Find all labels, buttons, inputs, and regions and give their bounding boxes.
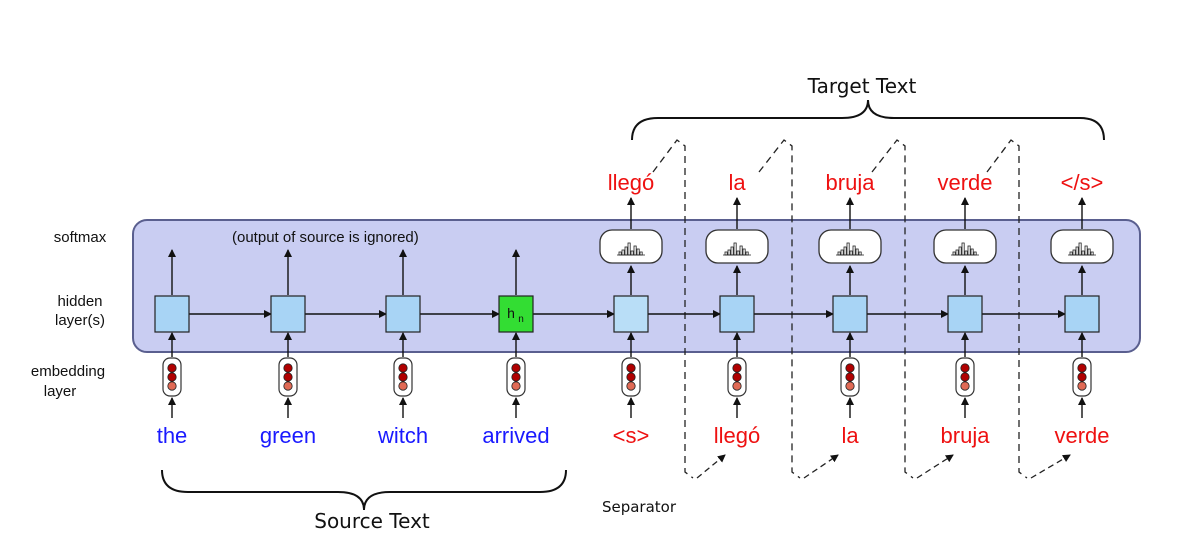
- target-text-title: Target Text: [807, 74, 917, 98]
- embedding-cell: [283, 372, 293, 382]
- hidden-unit: [613, 295, 649, 333]
- source-text-title: Source Text: [314, 509, 430, 533]
- dashed-separator: [986, 139, 1028, 479]
- embedding-cell: [732, 381, 742, 391]
- embedding-label-line1: embedding: [31, 363, 105, 380]
- hidden-unit: [1064, 295, 1100, 333]
- arrows-group: [168, 197, 1086, 479]
- hn-label: h: [507, 305, 515, 321]
- embedding-cell: [1077, 372, 1087, 382]
- ignored-output-note: (output of source is ignored): [232, 229, 419, 246]
- embedding-label-line2: layer: [44, 383, 77, 400]
- embedding-cell: [626, 381, 636, 391]
- target-word: bruja: [826, 170, 876, 195]
- embedding-cell: [283, 363, 293, 373]
- embedding-cell: [167, 363, 177, 373]
- model-panel: [132, 219, 1141, 353]
- source-word: arrived: [482, 423, 549, 448]
- target-word: llegó: [608, 170, 654, 195]
- hidden-unit: [270, 295, 306, 333]
- feedback-arrow: [803, 454, 839, 479]
- softmax-box: [933, 229, 997, 264]
- hn-box: [498, 295, 534, 333]
- hidden-unit: [719, 295, 755, 333]
- decoder-input-word: llegó: [714, 423, 760, 448]
- embedding-cell: [1077, 381, 1087, 391]
- embedding-cell: [845, 372, 855, 382]
- source-word: green: [260, 423, 316, 448]
- softmax-label: softmax: [54, 229, 107, 246]
- embedding-cell: [167, 381, 177, 391]
- target-word: verde: [937, 170, 992, 195]
- words-group: the green witch arrived llegó <s> la llegó bruja…: [157, 170, 1110, 448]
- embedding-cell: [732, 372, 742, 382]
- embedding-cell: [283, 381, 293, 391]
- embedding-cell: [845, 363, 855, 373]
- softmax-box: [1050, 229, 1114, 264]
- dashed-separators: [652, 139, 1028, 479]
- feedback-arrow: [696, 454, 726, 479]
- feedback-arrow: [916, 454, 954, 479]
- embedding-cell: [398, 381, 408, 391]
- embedding-cell: [732, 363, 742, 373]
- target-word: </s>: [1061, 170, 1104, 195]
- target-word: la: [728, 170, 746, 195]
- softmax-box: [705, 229, 769, 264]
- source-brace: [161, 469, 567, 511]
- embedding-cell: [626, 363, 636, 373]
- embedding-cell: [167, 372, 177, 382]
- hidden-unit: [385, 295, 421, 333]
- embedding-cell: [845, 381, 855, 391]
- hidden-unit: [947, 295, 983, 333]
- target-brace: [631, 99, 1105, 141]
- hidden-unit: [154, 295, 190, 333]
- embedding-cell: [511, 381, 521, 391]
- embedding-cell: [960, 363, 970, 373]
- embedding-cell: [626, 372, 636, 382]
- embedding-cell: [398, 363, 408, 373]
- embedding-cell: [1077, 363, 1087, 373]
- decoder-input-word: la: [841, 423, 859, 448]
- hn-subscript: n: [518, 314, 524, 325]
- dashed-separator: [652, 139, 694, 479]
- embedding-cell: [511, 363, 521, 373]
- source-word: witch: [377, 423, 428, 448]
- feedback-arrow: [1030, 454, 1071, 479]
- dashed-separator: [758, 139, 801, 479]
- hidden-label-line1: hidden: [57, 293, 102, 310]
- hidden-unit: [832, 295, 868, 333]
- source-word: the: [157, 423, 188, 448]
- hidden-label-line2: layer(s): [55, 312, 105, 329]
- embedding-cell: [960, 372, 970, 382]
- dashed-separator: [871, 139, 914, 479]
- softmax-box: [599, 229, 663, 264]
- softmax-box: [818, 229, 882, 264]
- embedding-cell: [511, 372, 521, 382]
- decoder-input-word: <s>: [613, 423, 650, 448]
- embedding-cell: [960, 381, 970, 391]
- embedding-cell: [398, 372, 408, 382]
- decoder-input-word: bruja: [941, 423, 991, 448]
- separator-label: Separator: [602, 498, 677, 516]
- decoder-input-word: verde: [1054, 423, 1109, 448]
